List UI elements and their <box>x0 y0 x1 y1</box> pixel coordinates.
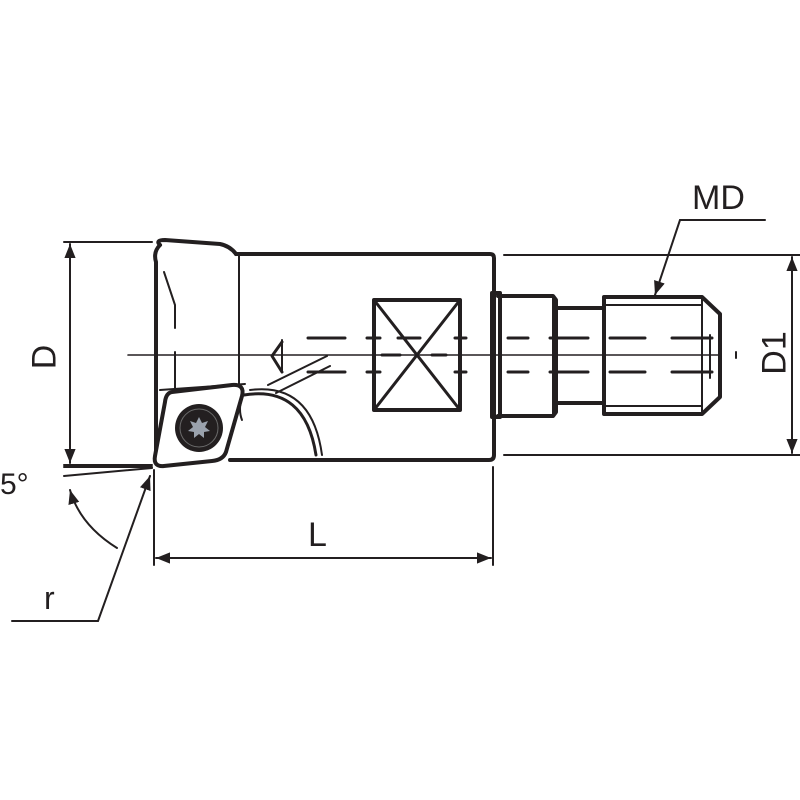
dimension-L <box>153 466 494 566</box>
label-angle: 5° <box>0 468 29 501</box>
torx-screw-icon <box>188 417 210 438</box>
label-thread-size: MD <box>692 179 745 217</box>
dimension-r-leader <box>11 475 151 622</box>
label-corner-radius: r <box>44 580 55 616</box>
label-shank-diameter: D1 <box>755 331 794 375</box>
dimension-MD-leader <box>654 219 766 296</box>
chip-gullet <box>239 388 323 457</box>
coolant-channel <box>267 339 331 394</box>
insert <box>152 382 245 469</box>
dimension-angle <box>63 466 153 549</box>
label-length: L <box>308 516 327 554</box>
shank <box>490 291 737 419</box>
dimension-D1 <box>503 254 800 456</box>
label-diameter: D <box>25 344 64 370</box>
dimension-D <box>63 241 153 466</box>
